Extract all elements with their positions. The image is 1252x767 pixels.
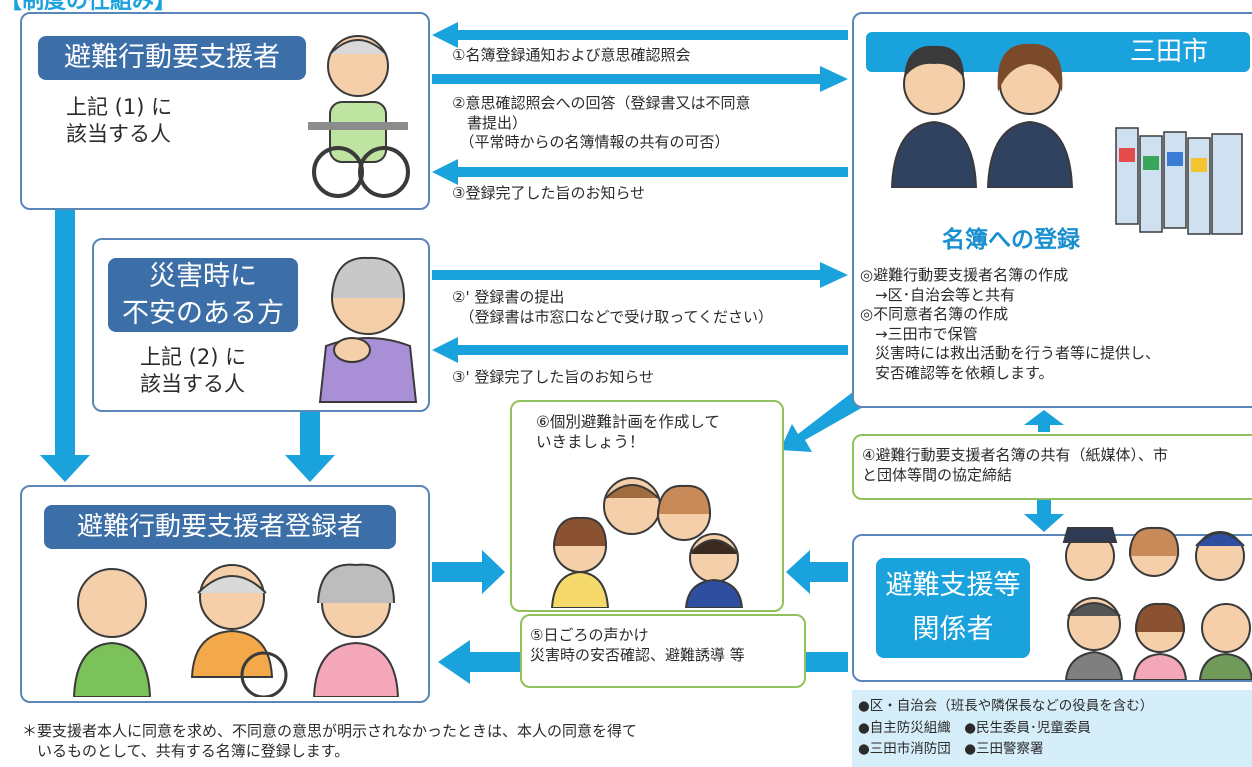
flow-label-f3b: ③' 登録完了した旨のお知らせ <box>452 368 655 386</box>
orgs-text: ●区・自治会（班長や隣保長などの役員を含む） ●自主防災組織 ●民生委員･児童委… <box>858 698 1154 758</box>
anxious-person-tag: 災害時に 不安のある方 <box>108 258 298 332</box>
plan-box: ⑥個別避難計画を作成して いきましょう！ <box>510 400 784 612</box>
arrow-share-up <box>1024 410 1064 432</box>
worried-elder-icon <box>318 256 418 403</box>
target-person-tag: 避難行動要支援者 <box>38 36 306 80</box>
flow-label-f3: ③登録完了した旨のお知らせ <box>452 184 646 202</box>
arrow-city-plan <box>780 388 872 452</box>
arrow-target-down <box>40 208 90 482</box>
page-title-fragment: 【制度の仕組み】 <box>0 0 177 14</box>
family-icon <box>550 477 744 608</box>
flow-label-f2b: ②' 登録書の提出 （登録書は市窓口などで受け取ってください） <box>452 288 774 326</box>
arrow-f1 <box>432 22 848 48</box>
anxious-person-desc: 上記 (2) に 該当する人 <box>140 345 247 397</box>
city-box: 三田市 名簿への登録 ◎避難行動要支援者名簿の作成 →区･自治会等と共有 ◎不同… <box>852 12 1252 408</box>
city-staff-icon <box>890 43 1074 188</box>
city-tag: 三田市 <box>1130 37 1209 67</box>
binders-icon <box>1115 127 1243 235</box>
support-box: 避難支援等 関係者 <box>852 526 1252 682</box>
share-text: ④避難行動要支援者名簿の共有（紙媒体）、市 と団体等間の協定締結 <box>862 446 1168 484</box>
anxious-person-box: 災害時に 不安のある方 上記 (2) に 該当する人 <box>92 238 430 412</box>
city-register-text: ◎避難行動要支援者名簿の作成 →区･自治会等と共有 ◎不同意者名簿の作成 →三田… <box>860 266 1161 382</box>
arrow-share-down <box>1024 500 1064 532</box>
arrow-f3 <box>432 159 848 185</box>
target-person-box: 避難行動要支援者 上記 (1) に 該当する人 <box>20 12 430 210</box>
arrow-f2 <box>432 66 848 92</box>
support-people-icon <box>1062 526 1252 680</box>
arrow-anxious-down <box>285 412 335 482</box>
greeting-text: ⑤日ごろの声かけ 災害時の安否確認、避難誘導 等 <box>530 626 745 664</box>
arrow-f3b <box>432 337 848 363</box>
city-register-title: 名簿への登録 <box>942 227 1080 253</box>
registrant-box: 避難行動要支援者登録者 <box>20 485 430 703</box>
arrow-f2b <box>432 262 848 288</box>
arrow-registrant-plan <box>432 550 505 594</box>
arrow-support-plan <box>786 550 848 594</box>
registrant-elders-icon <box>72 563 400 697</box>
orgs-box: ●区・自治会（班長や隣保長などの役員を含む） ●自主防災組織 ●民生委員･児童委… <box>852 690 1252 767</box>
support-tag: 避難支援等 関係者 <box>876 558 1030 658</box>
flow-label-f2: ②意思確認照会への回答（登録書又は不同意 書提出） （平常時からの名簿情報の共有… <box>452 94 751 151</box>
share-box: ④避難行動要支援者名簿の共有（紙媒体）、市 と団体等間の協定締結 <box>852 434 1252 500</box>
greeting-box: ⑤日ごろの声かけ 災害時の安否確認、避難誘導 等 <box>520 614 806 688</box>
footnote: ＊要支援者本人に同意を求め、不同意の意思が明示されなかったときは、本人の同意を得… <box>22 722 638 760</box>
plan-text: ⑥個別避難計画を作成して いきましょう！ <box>536 413 720 452</box>
flow-label-f1: ①名簿登録通知および意思確認照会 <box>452 46 691 64</box>
target-person-desc: 上記 (1) に 該当する人 <box>66 95 173 147</box>
wheelchair-elder-icon <box>308 35 410 198</box>
registrant-tag: 避難行動要支援者登録者 <box>44 505 396 549</box>
